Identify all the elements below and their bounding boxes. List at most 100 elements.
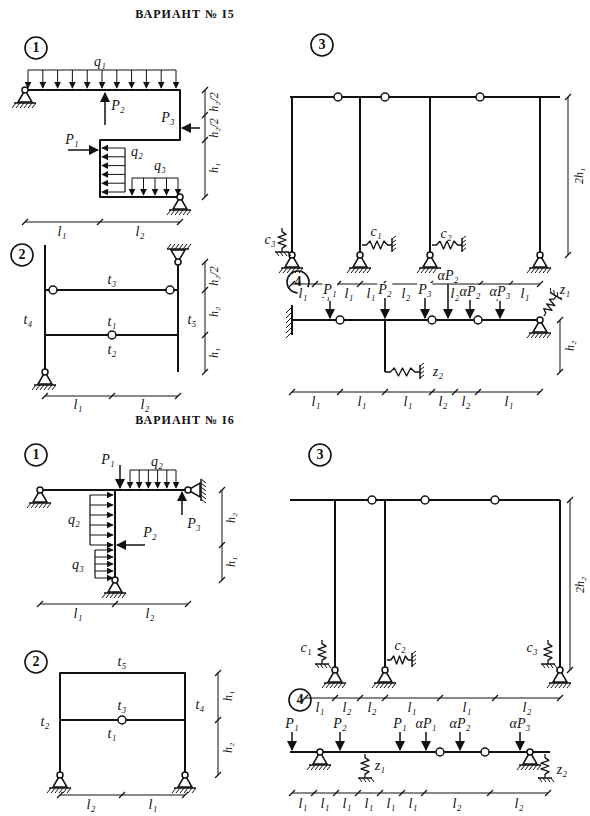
load-label: P₂ bbox=[377, 283, 392, 297]
load-label: l₂ bbox=[401, 287, 412, 301]
hinge bbox=[289, 252, 295, 258]
hatch bbox=[201, 499, 206, 503]
dimension-tick bbox=[337, 389, 343, 395]
force-arrow bbox=[102, 183, 125, 184]
ground-line bbox=[309, 764, 331, 766]
dimension-tick bbox=[22, 219, 28, 225]
dimension-tick bbox=[421, 790, 427, 796]
frame-member bbox=[384, 500, 386, 670]
load-label: αP₃ bbox=[509, 717, 532, 731]
hinge bbox=[182, 772, 188, 778]
force-arrow bbox=[447, 284, 449, 318]
hatch bbox=[550, 288, 552, 293]
hatch bbox=[367, 778, 370, 782]
hatch bbox=[392, 244, 396, 247]
load-label: P₂ bbox=[332, 717, 347, 731]
hatch bbox=[359, 268, 363, 273]
hatch bbox=[286, 317, 292, 323]
dimension-line bbox=[292, 392, 540, 393]
hatch bbox=[307, 765, 311, 770]
dimension-tick bbox=[567, 667, 573, 673]
force-arrow bbox=[90, 525, 113, 526]
dimension-tick bbox=[487, 790, 493, 796]
hatch bbox=[320, 664, 323, 668]
dimension-tick bbox=[332, 695, 338, 701]
dimension-line bbox=[222, 490, 223, 580]
hatch bbox=[327, 765, 331, 770]
hatch bbox=[35, 503, 39, 508]
dimension-tick bbox=[537, 281, 543, 287]
dimension-tick bbox=[377, 790, 383, 796]
hatch bbox=[28, 103, 32, 108]
spring-ground bbox=[275, 251, 289, 253]
dimension-tick bbox=[202, 287, 208, 293]
hatch bbox=[392, 683, 396, 688]
force-arrow bbox=[384, 298, 386, 318]
spring-ground bbox=[411, 653, 413, 667]
load-label: l₂ bbox=[135, 225, 146, 239]
ground-line bbox=[14, 102, 36, 104]
pin-support bbox=[27, 487, 51, 508]
load-label: q₂ bbox=[67, 513, 81, 527]
hatch bbox=[567, 683, 571, 688]
dimension-label: h₂/2 bbox=[208, 265, 220, 287]
force-arrow bbox=[72, 70, 73, 88]
dimension-tick bbox=[475, 389, 481, 395]
force-arrow bbox=[95, 550, 113, 551]
spring-ground bbox=[315, 663, 329, 665]
frame-member bbox=[359, 97, 361, 255]
dimension-label: h₂/2 bbox=[208, 117, 220, 139]
hatch bbox=[539, 333, 543, 338]
force-arrow bbox=[102, 192, 125, 193]
dimension-label: h₁ bbox=[208, 347, 220, 359]
hatch bbox=[328, 664, 331, 668]
hatch bbox=[529, 765, 533, 770]
dimension-label: h₂ bbox=[225, 512, 237, 524]
dimension-tick bbox=[289, 790, 295, 796]
dimension-tick bbox=[565, 94, 571, 100]
hatch bbox=[462, 248, 466, 251]
dimension-tick bbox=[215, 717, 221, 723]
scheme-number-circle: 2 bbox=[24, 650, 48, 674]
force-arrow bbox=[161, 70, 162, 88]
hatch bbox=[462, 244, 466, 247]
hinge bbox=[557, 667, 563, 673]
dimension-tick bbox=[355, 790, 361, 796]
force-arrow bbox=[329, 298, 331, 318]
dimension-line bbox=[570, 500, 571, 670]
pin-support bbox=[12, 87, 36, 108]
force-arrow bbox=[166, 470, 167, 488]
ground-line bbox=[549, 682, 571, 684]
load-label: l₁ bbox=[386, 797, 397, 811]
force-arrow bbox=[95, 564, 113, 565]
hatch bbox=[319, 765, 323, 770]
hatch bbox=[176, 788, 180, 793]
circle-outline bbox=[311, 34, 333, 56]
hatch bbox=[187, 210, 191, 215]
hatch bbox=[412, 663, 416, 666]
force-arrow bbox=[148, 470, 149, 488]
ground-line bbox=[200, 479, 202, 501]
hinge bbox=[474, 316, 482, 324]
hatch bbox=[521, 765, 525, 770]
hatch bbox=[192, 788, 196, 793]
hatch bbox=[51, 788, 55, 793]
dimension-tick bbox=[382, 695, 388, 701]
load-label: l₂ bbox=[461, 395, 472, 409]
force-arrow bbox=[57, 70, 58, 88]
load-label: P₁ bbox=[322, 283, 337, 297]
hatch bbox=[527, 333, 531, 338]
load-label: l₁ bbox=[520, 287, 531, 301]
dimension-tick bbox=[202, 332, 208, 338]
force-arrow bbox=[95, 578, 113, 579]
force-arrow bbox=[424, 298, 426, 318]
dimension-tick bbox=[37, 601, 43, 607]
load-label: l₁ bbox=[366, 287, 377, 301]
hatch bbox=[48, 385, 52, 390]
hatch bbox=[412, 655, 416, 658]
hatch bbox=[179, 244, 183, 249]
scheme-number: 2 bbox=[24, 650, 48, 674]
hinge bbox=[381, 93, 389, 101]
hinge bbox=[357, 252, 363, 258]
frame-member bbox=[334, 500, 336, 670]
